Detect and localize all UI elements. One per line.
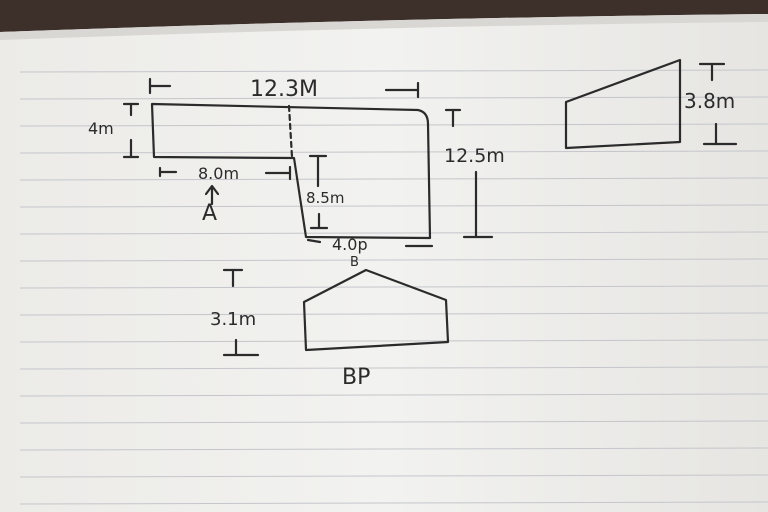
- floor-plan-outline: [150, 102, 432, 240]
- trapezoid-height-label: 3.8m: [684, 89, 735, 113]
- room-a-letter: A: [202, 201, 217, 226]
- right-height-dimension: 12.5m: [444, 108, 505, 239]
- gable-outline: [302, 268, 450, 352]
- room-b-width-dimension: 4.0p B: [306, 235, 434, 270]
- notebook-page: [0, 14, 768, 512]
- right-height-label: 12.5m: [444, 145, 505, 167]
- gable-caption: BP: [342, 365, 370, 390]
- room-b-height-label: 8.5m: [306, 189, 344, 207]
- ruled-lines: [19, 69, 768, 505]
- divider-dashed-line: [287, 104, 294, 159]
- top-width-dimension: 12.3M: [148, 77, 420, 102]
- gable-height-label: 3.1m: [210, 309, 256, 330]
- left-height-label: 4m: [88, 119, 114, 138]
- room-b-letter: B: [350, 255, 359, 270]
- gable-elevation: 3.1m BP: [210, 268, 450, 390]
- trapezoid-elevation: 3.8m: [564, 58, 738, 150]
- room-a-width-label: 8.0m: [198, 164, 239, 183]
- room-a-dimension: 8.0m A: [158, 164, 292, 226]
- top-width-label: 12.3M: [250, 77, 318, 102]
- trapezoid-outline: [564, 58, 682, 150]
- left-height-dimension: 4m: [88, 102, 140, 159]
- page-shadow: [0, 14, 768, 40]
- floor-plan: [150, 102, 432, 240]
- room-b-height-dimension: 8.5m: [306, 154, 344, 230]
- room-b-width-label: 4.0p: [332, 235, 368, 254]
